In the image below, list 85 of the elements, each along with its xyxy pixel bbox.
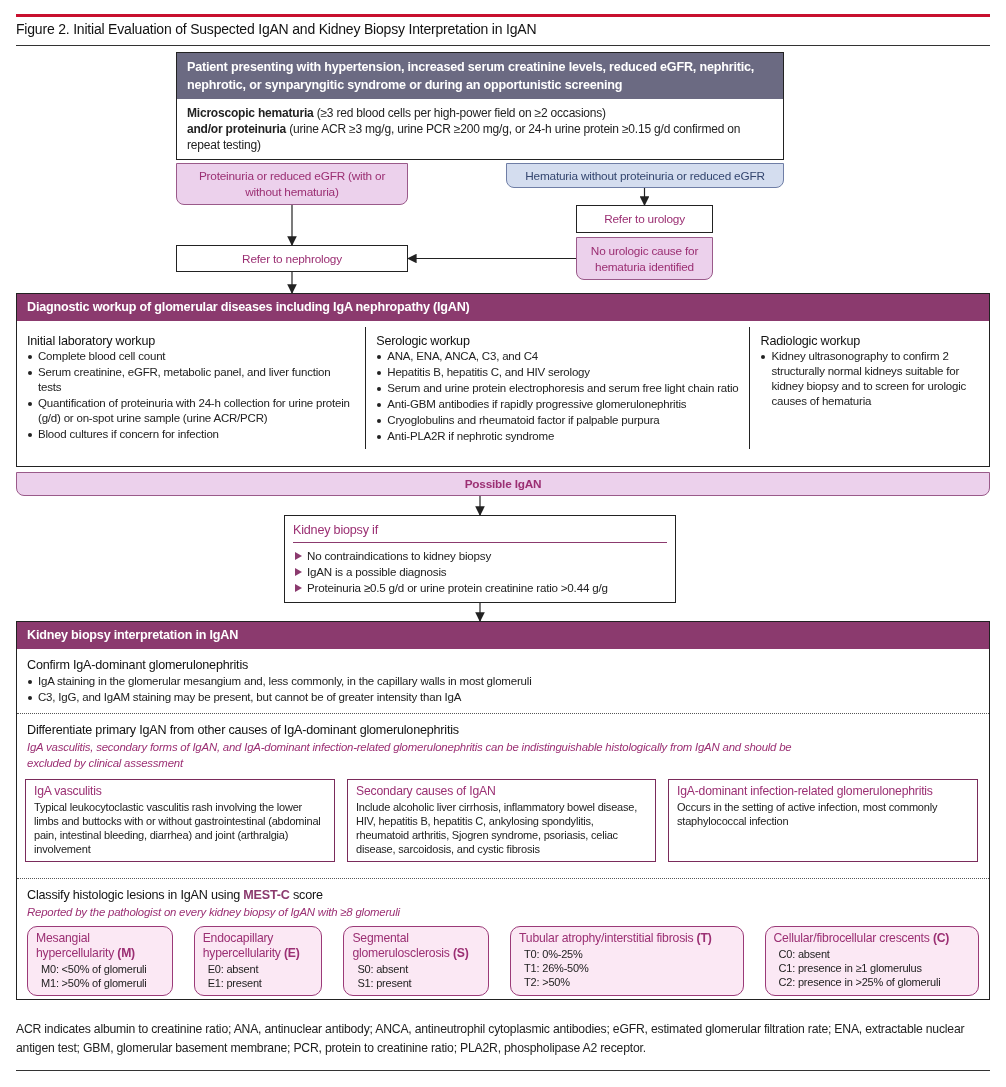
arrow <box>407 253 577 264</box>
list-item: Anti-PLA2R if nephrotic syndrome <box>376 429 740 444</box>
section-panel <box>16 293 990 467</box>
info-box <box>668 779 978 862</box>
subheading: Differentiate primary IgAN from other causes of IgA-dominant glomerulonephritis <box>27 722 460 739</box>
box-heading: Kidney biopsy if <box>293 522 667 543</box>
box-label: Refer to nephrology <box>241 250 343 267</box>
list-item: IgA staining in the glomerular mesangium and, less commonly, in the capillary walls in most glomeruli <box>27 674 979 689</box>
box-heading: Mesangial hypercellularity (M) <box>36 931 136 961</box>
box-heading: Radiologic workup <box>760 333 861 349</box>
note-text: IgA vasculitis, secondary forms of IgAN, and IgA-dominant infection-related glomerulonephritis can be indistinguishable histologically from IgAN and should be excluded by clinical assessment <box>27 740 793 771</box>
list-item: Hepatitis B, hepatitis C, and HIV serology <box>376 365 740 380</box>
box-heading: IgA vasculitis <box>34 784 103 799</box>
list-item: Serum and urine protein electrophoresis and serum free light chain ratio <box>376 381 740 396</box>
list-item: M1: >50% of glomeruli <box>40 976 148 990</box>
section-header: Diagnostic workup of glomerular diseases including IgA nephropathy (IgAN) <box>17 294 989 321</box>
info-box <box>347 779 656 862</box>
list-item: No contraindications to kidney biopsy <box>293 548 667 564</box>
list-item: C2: presence in >25% of glomeruli <box>777 975 942 989</box>
list-item: Serum creatinine, eGFR, metabolic panel, and liver function tests <box>27 365 356 395</box>
score-box <box>510 926 744 996</box>
process-box <box>176 52 784 160</box>
box-heading: Tubular atrophy/interstitial fibrosis (T) <box>519 931 713 946</box>
list-item: S0: absent <box>356 962 410 976</box>
arrow <box>639 187 650 206</box>
condition-box <box>506 163 784 188</box>
list-item: C1: presence in ≥1 glomerulus <box>777 961 923 975</box>
info-box <box>25 779 335 862</box>
arrow <box>475 495 485 516</box>
list-item: T2: >50% <box>523 975 571 989</box>
score-box <box>193 926 323 996</box>
arrow <box>287 271 297 294</box>
list-item: C3, IgG, and IgAM staining may be present, but cannot be of greater intensity than IgA <box>27 690 979 705</box>
body-text: Typical leukocytoclastic vasculitis rash involving the lower limbs and buttocks with or without gastrointestinal (abdominal pain, intestinal bleeding, diarrhea) and joint (arthralgia) involvement <box>34 800 322 856</box>
box-heading: Patient presenting with hypertension, increased serum creatinine levels, reduced eGFR, nephritic, nephrotic, or synparyngitic syndrome or during an opportunistic screening <box>177 53 783 99</box>
box-heading: Endocapillary hypercellularity (E) <box>202 931 301 961</box>
process-box <box>576 205 713 233</box>
box-heading: Initial laboratory workup <box>27 333 156 349</box>
score-box <box>343 926 490 996</box>
note-text: Reported by the pathologist on every kidney biopsy of IgAN with ≥8 glomeruli <box>27 905 402 920</box>
list-item: Anti-GBM antibodies if rapidly progressive glomerulonephritis <box>376 397 740 412</box>
body-text: Include alcoholic liver cirrhosis, inflammatory bowel disease, HIV, hepatitis B, hepatitis C, ankylosing spondylitis, rheumatoid arthritis, Sjogren syndrome, psoriasis, celiac disease, sarcoidosis, and cystic fibrosis <box>356 800 639 856</box>
box-label: Refer to urology <box>603 211 686 227</box>
box-heading: Serologic workup <box>376 333 471 349</box>
score-box <box>27 926 173 996</box>
list-item: Cryoglobulins and rheumatoid factor if palpable purpura <box>376 413 740 428</box>
list-item: Quantification of proteinuria with 24-h collection for urine protein (g/d) or on-spot urine sample (urine ACR/PCR) <box>27 396 356 426</box>
body-text: Occurs in the setting of active infection, most commonly staphylococcal infection <box>677 800 939 828</box>
subheading: Confirm IgA-dominant glomerulonephritis <box>27 657 250 674</box>
list-item: Blood cultures if concern for infection <box>27 427 356 442</box>
process-box <box>176 245 408 272</box>
box-label: Possible IgAN <box>463 476 543 492</box>
list-item: E0: absent <box>206 962 260 976</box>
condition-box <box>576 237 713 280</box>
list-item: IgAN is a possible diagnosis <box>293 564 667 580</box>
section-header: Kidney biopsy interpretation in IgAN <box>17 622 989 649</box>
box-label: No urologic cause for hematuria identified <box>589 242 700 275</box>
box-heading: IgA-dominant infection-related glomerulonephritis <box>677 784 934 799</box>
box-heading: Cellular/fibrocellular crescents (C) <box>773 931 951 946</box>
body-text: and/or proteinuria (urine ACR ≥3 mg/g, urine PCR ≥200 mg/g, or 24-h urine protein ≥0.15 g/d confirmed on repeat testing) <box>186 121 742 153</box>
list-item: Kidney ultrasonography to confirm 2 structurally normal kidneys suitable for kidney biopsy and to screen for urologic causes of hematuria <box>760 349 979 409</box>
list-item: C0: absent <box>777 947 831 961</box>
arrow <box>475 602 485 622</box>
list-item: T1: 26%-50% <box>523 961 590 975</box>
list-item: Proteinuria ≥0.5 g/d or urine protein creatinine ratio >0.44 g/g <box>293 580 667 596</box>
result-band <box>16 472 990 496</box>
list-item: T0: 0%-25% <box>523 947 584 961</box>
list-item: E1: present <box>206 976 263 990</box>
body-text: Microscopic hematuria (≥3 red blood cells per high-power field on ≥2 occasions) <box>186 105 607 121</box>
list-item: M0: <50% of glomeruli <box>40 962 148 976</box>
box-heading: Secondary causes of IgAN <box>356 784 497 799</box>
box-label: Proteinuria or reduced eGFR (with or without hematuria) <box>197 168 387 200</box>
box-heading: Segmental glomerulosclerosis (S) <box>352 931 470 961</box>
list-item: Complete blood cell count <box>27 349 356 364</box>
list-item: ANA, ENA, ANCA, C3, and C4 <box>376 349 740 364</box>
subheading: Classify histologic lesions in IgAN using MEST-C score <box>27 887 324 904</box>
score-box <box>764 926 979 996</box>
figure-title: Figure 2. Initial Evaluation of Suspected IgAN and Kidney Biopsy Interpretation in IgAN <box>16 21 537 37</box>
caption-text: ACR indicates albumin to creatinine ratio; ANA, antinuclear antibody; ANCA, antineutrophil cytoplasmic antibodies; eGFR, estimated glomerular filtration rate; ENA, extractable nuclear antigen test; GBM, glomerular basement membrane; PCR, protein to creatinine ratio; PLA2R, phospholipase A2 receptor. <box>16 1021 966 1057</box>
criteria-box <box>284 515 676 603</box>
condition-box <box>176 163 408 205</box>
section-panel <box>16 621 990 1000</box>
box-label: Hematuria without proteinuria or reduced eGFR <box>524 167 766 184</box>
arrow <box>287 204 297 246</box>
list-item: S1: present <box>356 976 413 990</box>
